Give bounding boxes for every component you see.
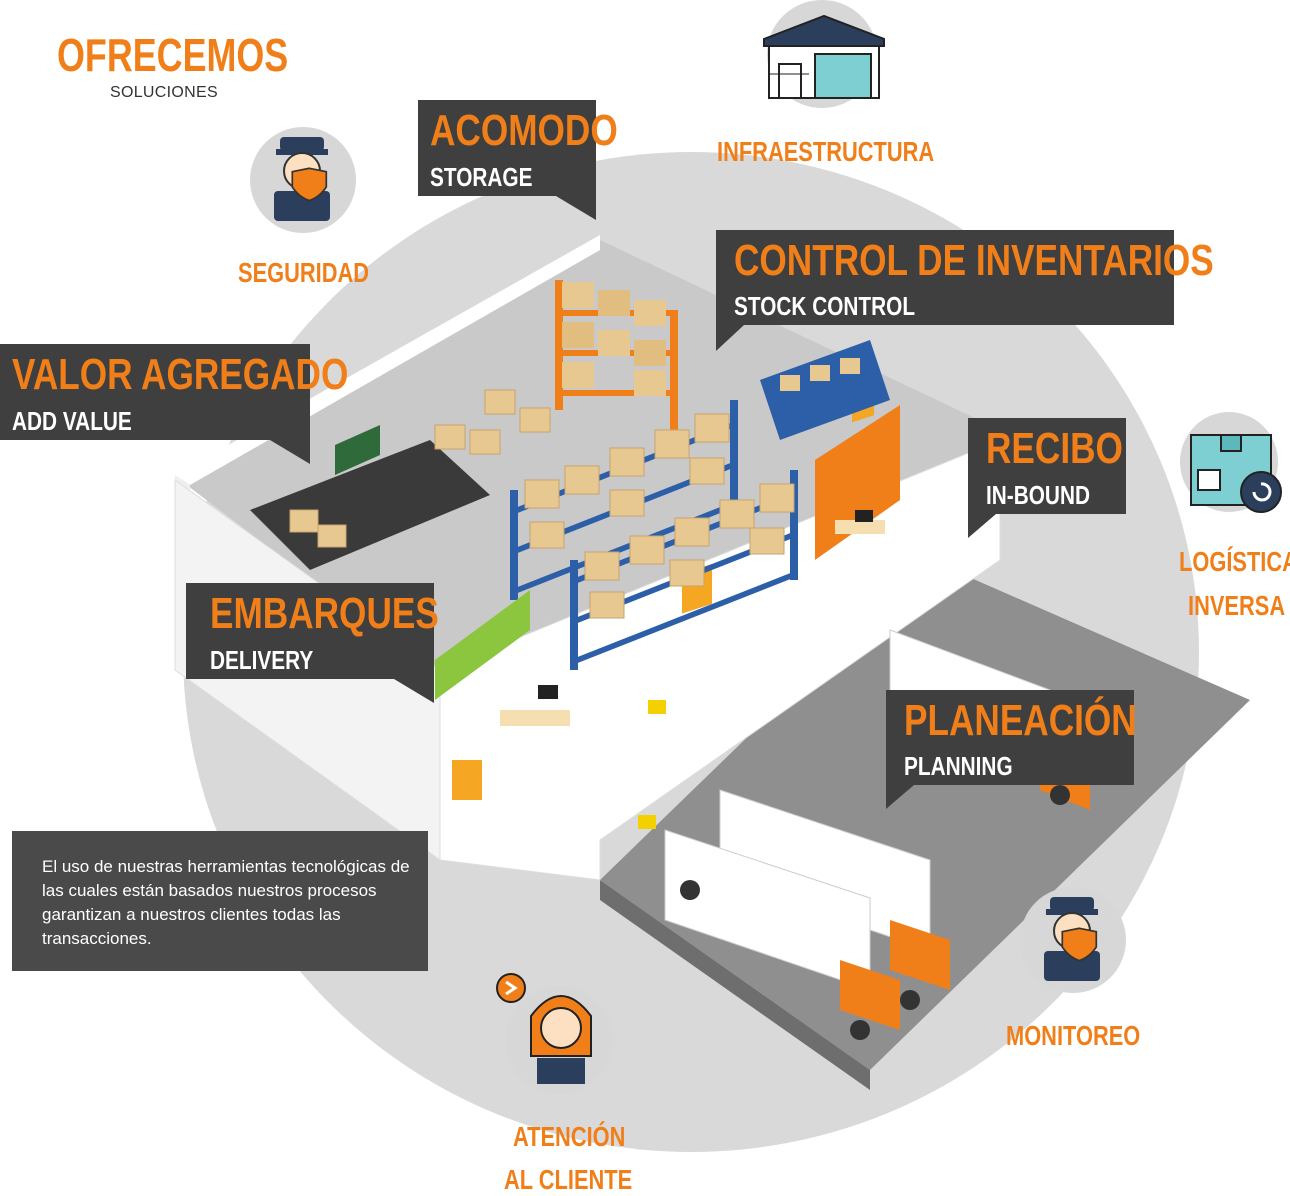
recibo-pointer (968, 514, 996, 538)
embarques-title: EMBARQUES (210, 589, 439, 638)
logistica-icon-circle (1180, 412, 1282, 513)
embarques-subtitle: DELIVERY (210, 645, 314, 675)
valor-subtitle: ADD VALUE (12, 406, 132, 436)
info-text-box: El uso de nuestras herramientas tecnológ… (12, 831, 428, 971)
label-control-inventarios: CONTROL DE INVENTARIOS STOCK CONTROL (716, 230, 1214, 325)
page-title: OFRECEMOS (57, 29, 289, 81)
monitoreo-icon-circle (1020, 887, 1126, 993)
valor-title: VALOR AGREGADO (12, 350, 349, 399)
label-acomodo: ACOMODO STORAGE (418, 100, 618, 196)
label-valor-agregado: VALOR AGREGADO ADD VALUE (0, 344, 348, 440)
infraestructura-icon-circle (763, 0, 885, 108)
acomodo-title: ACOMODO (430, 106, 618, 155)
logistica-label-line1: LOGÍSTICA (1179, 546, 1290, 577)
planeacion-title: PLANEACIÓN (904, 696, 1137, 745)
return-package-icon (1190, 434, 1282, 513)
atencion-label-line2: AL CLIENTE (504, 1164, 633, 1195)
warehouse-illustration (174, 235, 1250, 1090)
security-guard-icon (1044, 897, 1100, 981)
recibo-title: RECIBO (986, 424, 1123, 473)
acomodo-subtitle: STORAGE (430, 162, 533, 192)
planeacion-pointer (886, 785, 914, 809)
atencion-icon-circle (496, 973, 613, 1094)
warehouse-building-icon (763, 14, 885, 99)
label-planeacion: PLANEACIÓN PLANNING (886, 690, 1137, 785)
control-pointer (716, 325, 744, 351)
label-recibo: RECIBO IN-BOUND (968, 418, 1126, 514)
seguridad-icon-circle (250, 127, 356, 233)
customer-service-agent-icon (496, 973, 592, 1084)
control-subtitle: STOCK CONTROL (734, 291, 916, 321)
logistica-label-line2: INVERSA (1188, 590, 1286, 621)
control-title: CONTROL DE INVENTARIOS (734, 236, 1214, 285)
label-embarques: EMBARQUES DELIVERY (186, 583, 439, 679)
atencion-label-line1: ATENCIÓN (513, 1121, 626, 1152)
monitoreo-label: MONITOREO (1006, 1020, 1141, 1051)
acomodo-pointer (556, 196, 596, 220)
seguridad-label: SEGURIDAD (238, 257, 370, 288)
valor-pointer (270, 440, 310, 464)
embarques-pointer (394, 679, 434, 703)
security-guard-icon (274, 137, 330, 221)
info-text: El uso de nuestras herramientas tecnológ… (42, 857, 410, 948)
recibo-subtitle: IN-BOUND (986, 480, 1090, 510)
planeacion-subtitle: PLANNING (904, 751, 1013, 781)
page-subtitle: SOLUCIONES (110, 84, 218, 101)
infraestructura-label: INFRAESTRUCTURA (717, 136, 935, 167)
